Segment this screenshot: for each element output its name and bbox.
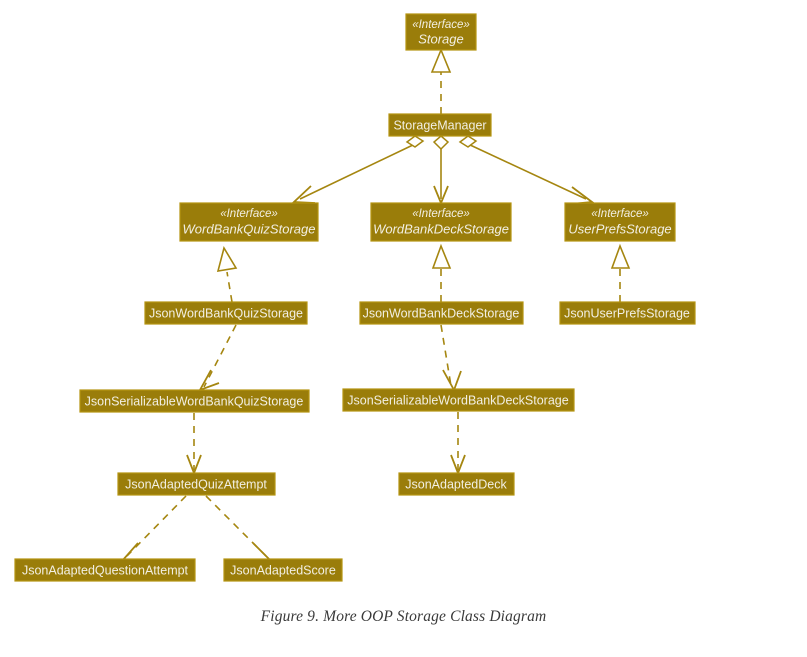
node-userprefsstorage-stereotype: «Interface» xyxy=(591,208,649,220)
node-jsonadaptedquestionattempt-name: JsonAdaptedQuestionAttempt xyxy=(22,563,189,577)
edge-jsonadaptedquizattempt-jsonadaptedquestionattempt xyxy=(119,495,187,563)
node-userprefsstorage-name: UserPrefsStorage xyxy=(568,221,671,236)
node-userprefsstorage[interactable]: «Interface» UserPrefsStorage xyxy=(564,202,676,242)
edge-jsonwordbankdeckstorage-jsonserializablewordbankdeckstorage xyxy=(440,324,462,393)
node-storagemanager-name: StorageManager xyxy=(393,118,486,132)
node-jsonadaptedscore[interactable]: JsonAdaptedScore xyxy=(223,558,343,582)
edge-jsonadaptedquizattempt-jsonadaptedscore xyxy=(205,495,274,563)
node-jsonadapteddeck[interactable]: JsonAdaptedDeck xyxy=(398,472,515,496)
node-jsonadaptedquestionattempt[interactable]: JsonAdaptedQuestionAttempt xyxy=(14,558,196,582)
node-wordbankdeckstorage-name: WordBankDeckStorage xyxy=(373,221,509,236)
node-storage-name: Storage xyxy=(418,31,464,46)
edge-storagemanager-storage xyxy=(430,47,452,114)
node-jsonserializablewordbankquizstorage-name: JsonSerializableWordBankQuizStorage xyxy=(85,394,304,408)
node-wordbankdeckstorage[interactable]: «Interface» WordBankDeckStorage xyxy=(370,202,512,242)
node-jsonadaptedquizattempt[interactable]: JsonAdaptedQuizAttempt xyxy=(117,472,276,496)
edge-jsonwordbankdeckstorage-wordbankdeckstorage xyxy=(431,243,452,302)
edge-storagemanager-wordbankdeckstorage xyxy=(432,135,450,206)
node-layer: «Interface» Storage StorageManager «Inte… xyxy=(14,13,696,582)
node-jsonwordbankquizstorage-name: JsonWordBankQuizStorage xyxy=(149,306,303,320)
node-jsonwordbankdeckstorage[interactable]: JsonWordBankDeckStorage xyxy=(359,301,524,325)
edge-jsonserializablewordbankdeckstorage-jsonadapteddeck xyxy=(450,412,466,476)
node-jsonwordbankquizstorage[interactable]: JsonWordBankQuizStorage xyxy=(144,301,308,325)
edge-jsonuserprefsstorage-userprefsstorage xyxy=(610,243,631,302)
edge-storagemanager-userprefsstorage xyxy=(458,135,595,205)
node-storage-stereotype: «Interface» xyxy=(412,19,470,31)
node-wordbankquizstorage-stereotype: «Interface» xyxy=(220,208,278,220)
node-wordbankdeckstorage-stereotype: «Interface» xyxy=(412,208,470,220)
node-jsonserializablewordbankquizstorage[interactable]: JsonSerializableWordBankQuizStorage xyxy=(79,389,310,413)
node-jsonadaptedquizattempt-name: JsonAdaptedQuizAttempt xyxy=(125,477,267,491)
edge-jsonserializablewordbankquizstorage-jsonadaptedquizattempt xyxy=(186,413,202,476)
node-storage[interactable]: «Interface» Storage xyxy=(405,13,477,51)
node-wordbankquizstorage-name: WordBankQuizStorage xyxy=(183,221,316,236)
figure-caption: Figure 9. More OOP Storage Class Diagram xyxy=(260,608,547,625)
node-storagemanager[interactable]: StorageManager xyxy=(388,113,492,137)
edge-layer xyxy=(119,47,631,563)
node-jsonuserprefsstorage-name: JsonUserPrefsStorage xyxy=(564,306,690,320)
node-jsonuserprefsstorage[interactable]: JsonUserPrefsStorage xyxy=(559,301,696,325)
node-jsonserializablewordbankdeckstorage[interactable]: JsonSerializableWordBankDeckStorage xyxy=(342,388,575,412)
node-jsonwordbankdeckstorage-name: JsonWordBankDeckStorage xyxy=(363,306,520,320)
node-jsonadapteddeck-name: JsonAdaptedDeck xyxy=(405,477,507,491)
edge-jsonwordbankquizstorage-jsonserializablewordbankquizstorage xyxy=(198,324,237,392)
node-jsonadaptedscore-name: JsonAdaptedScore xyxy=(230,563,336,577)
edge-storagemanager-wordbankquizstorage xyxy=(291,135,425,204)
edge-jsonwordbankquizstorage-wordbankquizstorage xyxy=(216,245,238,303)
node-wordbankquizstorage[interactable]: «Interface» WordBankQuizStorage xyxy=(179,202,319,242)
node-jsonserializablewordbankdeckstorage-name: JsonSerializableWordBankDeckStorage xyxy=(347,393,568,407)
